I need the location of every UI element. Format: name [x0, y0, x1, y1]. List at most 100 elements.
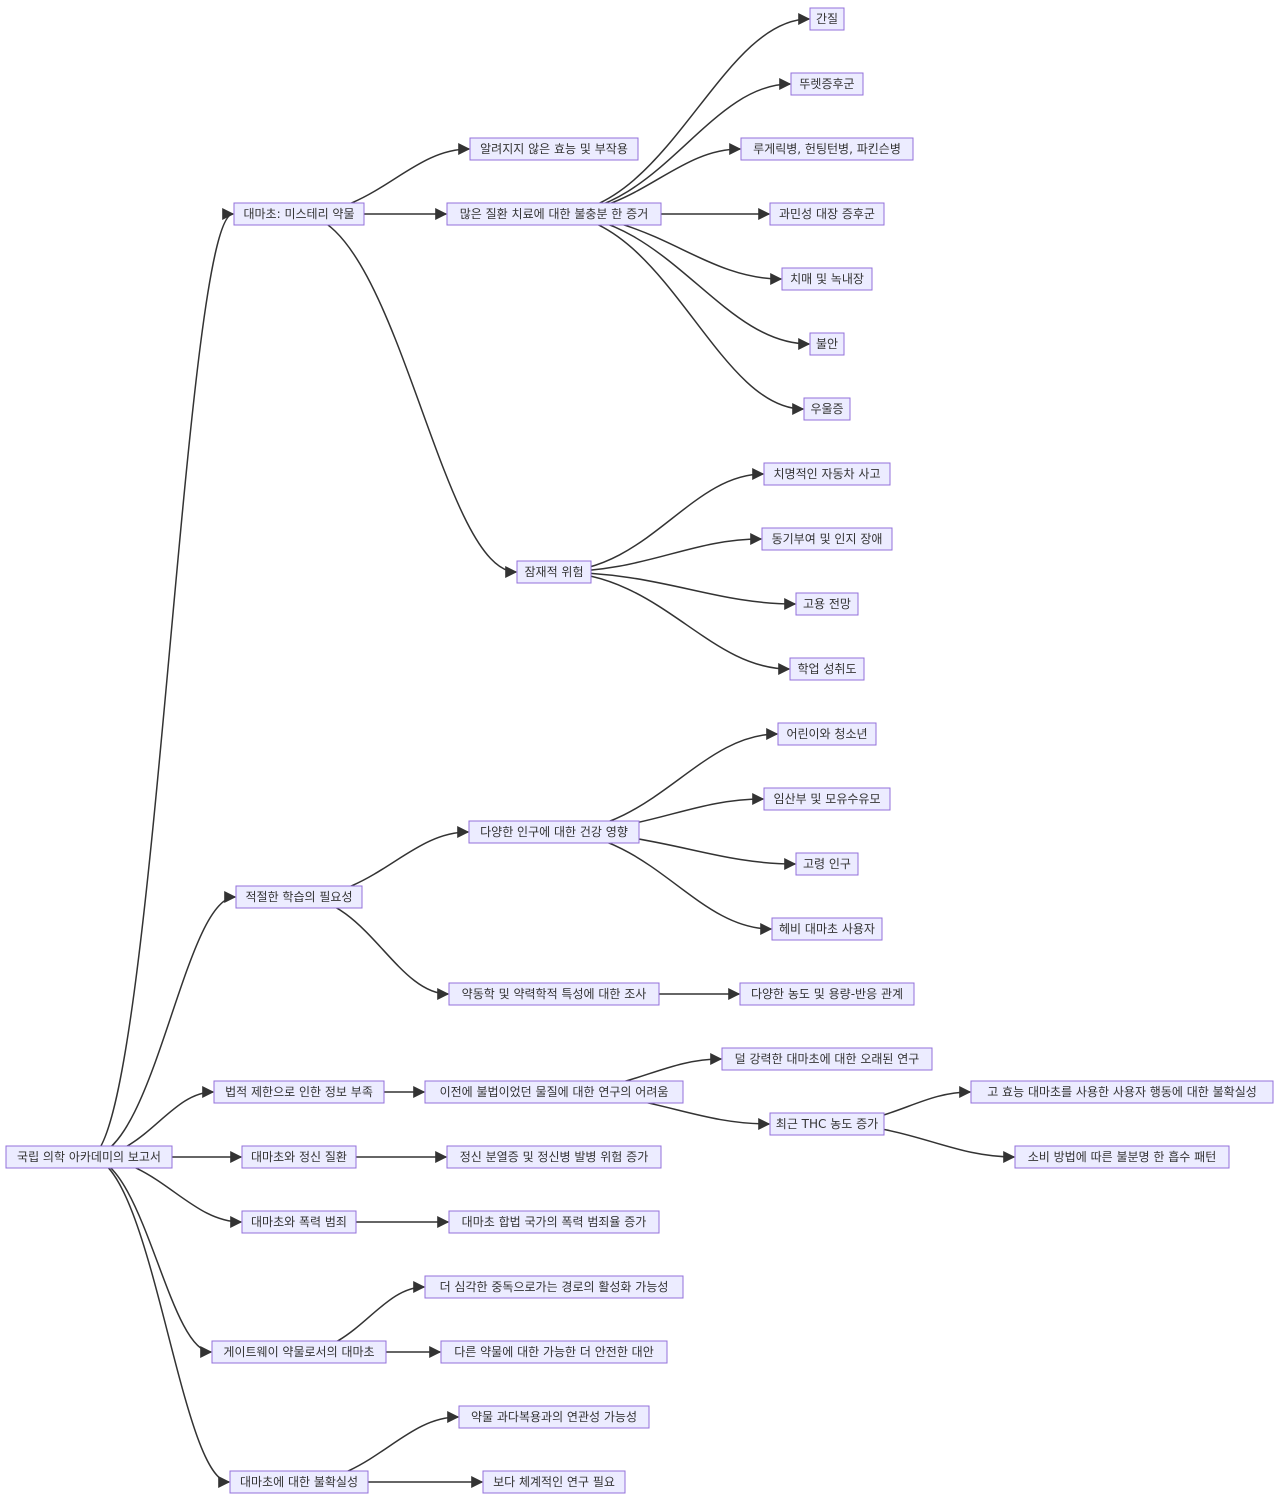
node-box: [233, 202, 365, 226]
node-label: 적절한 학습의 필요성: [246, 890, 353, 904]
node-box: [769, 1112, 885, 1136]
node-a3d: 학업 성취도: [789, 657, 865, 681]
edge-root-to-g: [88, 1156, 231, 1488]
node-a2b: 뚜렛증후군: [790, 72, 864, 96]
node-box: [5, 1145, 173, 1169]
node-label: 우울증: [810, 402, 843, 416]
node-label: 게이트웨이 약물로서의 대마초: [223, 1344, 374, 1359]
node-box: [740, 137, 914, 161]
node-box: [469, 137, 639, 161]
node-label: 대마초와 폭력 범죄: [251, 1215, 347, 1229]
node-box: [789, 657, 865, 681]
node-box: [458, 1405, 650, 1429]
node-f2: 다른 약물에 대한 가능한 더 안전한 대안: [440, 1340, 668, 1364]
node-b1d: 헤비 대마초 사용자: [771, 917, 883, 941]
edge-a2-to-a2g: [553, 213, 805, 415]
node-box: [229, 1470, 369, 1494]
node-c1a: 덜 강력한 대마초에 대한 오래된 연구: [721, 1047, 933, 1071]
node-f: 게이트웨이 약물로서의 대마초: [211, 1340, 387, 1364]
node-box: [448, 1210, 660, 1234]
node-label: 과민성 대장 증후군: [779, 207, 875, 221]
node-box: [795, 592, 859, 616]
edge-b1-to-b1d: [553, 831, 773, 935]
nodes-layer: 국립 의학 아카데미의 보고서 대마초: 미스테리 약물 알려지지 않은 효능 및 …: [5, 7, 1274, 1494]
node-box: [970, 1080, 1274, 1104]
node-b1: 다양한 인구에 대한 건강 영향: [468, 820, 640, 844]
node-label: 이전에 불법이었던 물질에 대한 연구의 어려움: [440, 1085, 669, 1099]
node-box: [424, 1080, 684, 1104]
node-b1b: 임산부 및 모유수유모: [763, 787, 891, 811]
node-c1b1: 고 효능 대마초를 사용한 사용자 행동에 대한 불확실성: [970, 1080, 1274, 1104]
node-label: 임산부 및 모유수유모: [774, 792, 881, 806]
edge-a3-to-a3c: [553, 571, 797, 610]
node-label: 다른 약물에 대한 가능한 더 안전한 대안: [454, 1344, 654, 1359]
node-label: 더 심각한 중독으로가는 경로의 활성화 가능성: [440, 1280, 669, 1294]
node-label: 헤비 대마초 사용자: [779, 922, 875, 936]
node-box: [516, 560, 592, 584]
node-root: 국립 의학 아카데미의 보고서: [5, 1145, 173, 1169]
node-box: [739, 982, 915, 1006]
node-label: 뚜렛증후군: [799, 77, 854, 91]
node-box: [446, 202, 662, 226]
node-box: [235, 885, 363, 909]
node-box: [809, 7, 845, 31]
node-b2a: 다양한 농도 및 용량-반응 관계: [739, 982, 915, 1006]
node-label: 보다 체계적인 연구 필요: [493, 1475, 615, 1489]
node-box: [777, 722, 877, 746]
node-box: [468, 820, 640, 844]
node-a3c: 고용 전망: [795, 592, 859, 616]
node-c: 법적 제한으로 인한 정보 부족: [213, 1080, 385, 1104]
node-c1b: 최근 THC 농도 증가: [769, 1112, 885, 1136]
node-box: [241, 1210, 357, 1234]
node-box: [803, 397, 851, 421]
node-label: 어린이와 청소년: [786, 727, 867, 741]
node-box: [440, 1340, 668, 1364]
node-a2a: 간질: [809, 7, 845, 31]
node-box: [721, 1047, 933, 1071]
node-label: 대마초 합법 국가의 폭력 범죄율 증가: [462, 1215, 647, 1229]
node-label: 덜 강력한 대마초에 대한 오래된 연구: [735, 1052, 920, 1066]
node-box: [211, 1340, 387, 1364]
node-label: 다양한 농도 및 용량-반응 관계: [751, 987, 903, 1001]
node-a2e: 치매 및 녹내장: [781, 267, 873, 291]
node-a3: 잠재적 위험: [516, 560, 592, 584]
node-a3a: 치명적인 자동차 사고: [763, 462, 891, 486]
node-box: [241, 1145, 357, 1169]
edge-root-to-b: [88, 891, 237, 1158]
node-c1b2: 소비 방법에 따른 불분명 한 흡수 패턴: [1014, 1145, 1230, 1169]
node-label: 많은 질환 치료에 대한 불충분 한 증거: [460, 207, 649, 221]
node-box: [763, 462, 891, 486]
node-label: 고용 전망: [803, 597, 851, 611]
node-a2f: 불안: [809, 332, 845, 356]
edges-layer: [88, 13, 1016, 1488]
node-label: 약물 과다복용과의 연관성 가능성: [471, 1409, 637, 1424]
node-label: 치명적인 자동차 사고: [774, 467, 881, 481]
node-label: 대마초: 미스테리 약물: [243, 206, 354, 221]
edge-b1-to-b1a: [553, 728, 779, 833]
node-c1: 이전에 불법이었던 물질에 대한 연구의 어려움: [424, 1080, 684, 1104]
node-a2: 많은 질환 치료에 대한 불충분 한 증거: [446, 202, 662, 226]
node-e: 대마초와 폭력 범죄: [241, 1210, 357, 1234]
node-e1: 대마초 합법 국가의 폭력 범죄율 증가: [448, 1210, 660, 1234]
edge-root-to-a: [88, 208, 235, 1158]
node-label: 잠재적 위험: [524, 565, 583, 579]
node-b1c: 고령 인구: [795, 852, 859, 876]
node-box: [213, 1080, 385, 1104]
node-a1: 알려지지 않은 효능 및 부작용: [469, 137, 639, 161]
node-label: 대마초에 대한 불확실성: [240, 1475, 358, 1489]
edge-a3-to-a3d: [553, 571, 791, 675]
node-a2g: 우울증: [803, 397, 851, 421]
node-label: 약동학 및 약력학적 특성에 대한 조사: [462, 986, 647, 1001]
node-box: [1014, 1145, 1230, 1169]
node-label: 법적 제한으로 인한 정보 부족: [225, 1085, 373, 1099]
node-box: [790, 72, 864, 96]
node-label: 고령 인구: [803, 857, 851, 871]
node-label: 불안: [816, 337, 838, 351]
node-d: 대마초와 정신 질환: [241, 1145, 357, 1169]
node-a3b: 동기부여 및 인지 장애: [761, 527, 893, 551]
node-box: [769, 202, 885, 226]
node-g2: 보다 체계적인 연구 필요: [482, 1470, 626, 1494]
node-box: [763, 787, 891, 811]
edge-a2-to-a2a: [553, 13, 811, 215]
